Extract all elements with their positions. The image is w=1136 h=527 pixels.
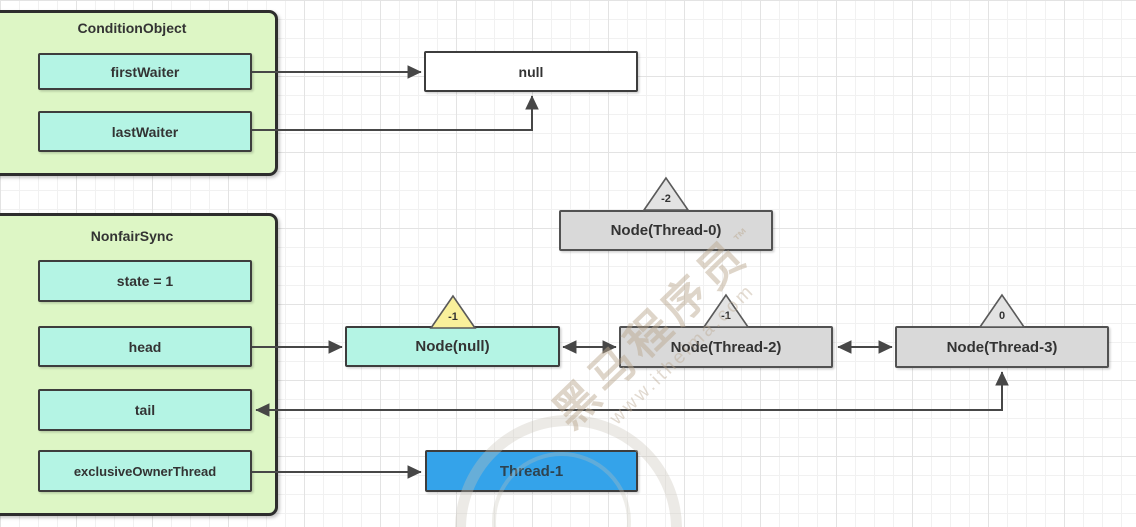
arrow-lastwaiter-to-null: [252, 95, 539, 131]
exclusive-owner-thread-field: exclusiveOwnerThread: [38, 450, 252, 492]
tail-field: tail: [38, 389, 252, 431]
node-thread-0: Node(Thread-0): [559, 210, 773, 251]
nonfair-sync-title: NonfairSync: [90, 228, 174, 244]
last-waiter-field: lastWaiter: [38, 111, 252, 152]
head-field: head: [38, 326, 252, 367]
waitstatus-value-node0: -2: [661, 193, 671, 205]
arrow-tail-nodethread3: [255, 371, 1009, 417]
null-box: null: [424, 51, 638, 92]
node-thread-2: Node(Thread-2): [619, 326, 833, 368]
node-thread-3: Node(Thread-3): [895, 326, 1109, 368]
waitstatus-value-node3: 0: [998, 310, 1006, 322]
state-field: state = 1: [38, 260, 252, 302]
waitstatus-value-node2: -1: [721, 310, 731, 322]
thread-1-box: Thread-1: [425, 450, 638, 492]
waitstatus-value-nodenull: -1: [448, 311, 458, 323]
first-waiter-field: firstWaiter: [38, 53, 252, 90]
condition-object-title: ConditionObject: [77, 20, 187, 36]
node-null: Node(null): [345, 326, 560, 367]
